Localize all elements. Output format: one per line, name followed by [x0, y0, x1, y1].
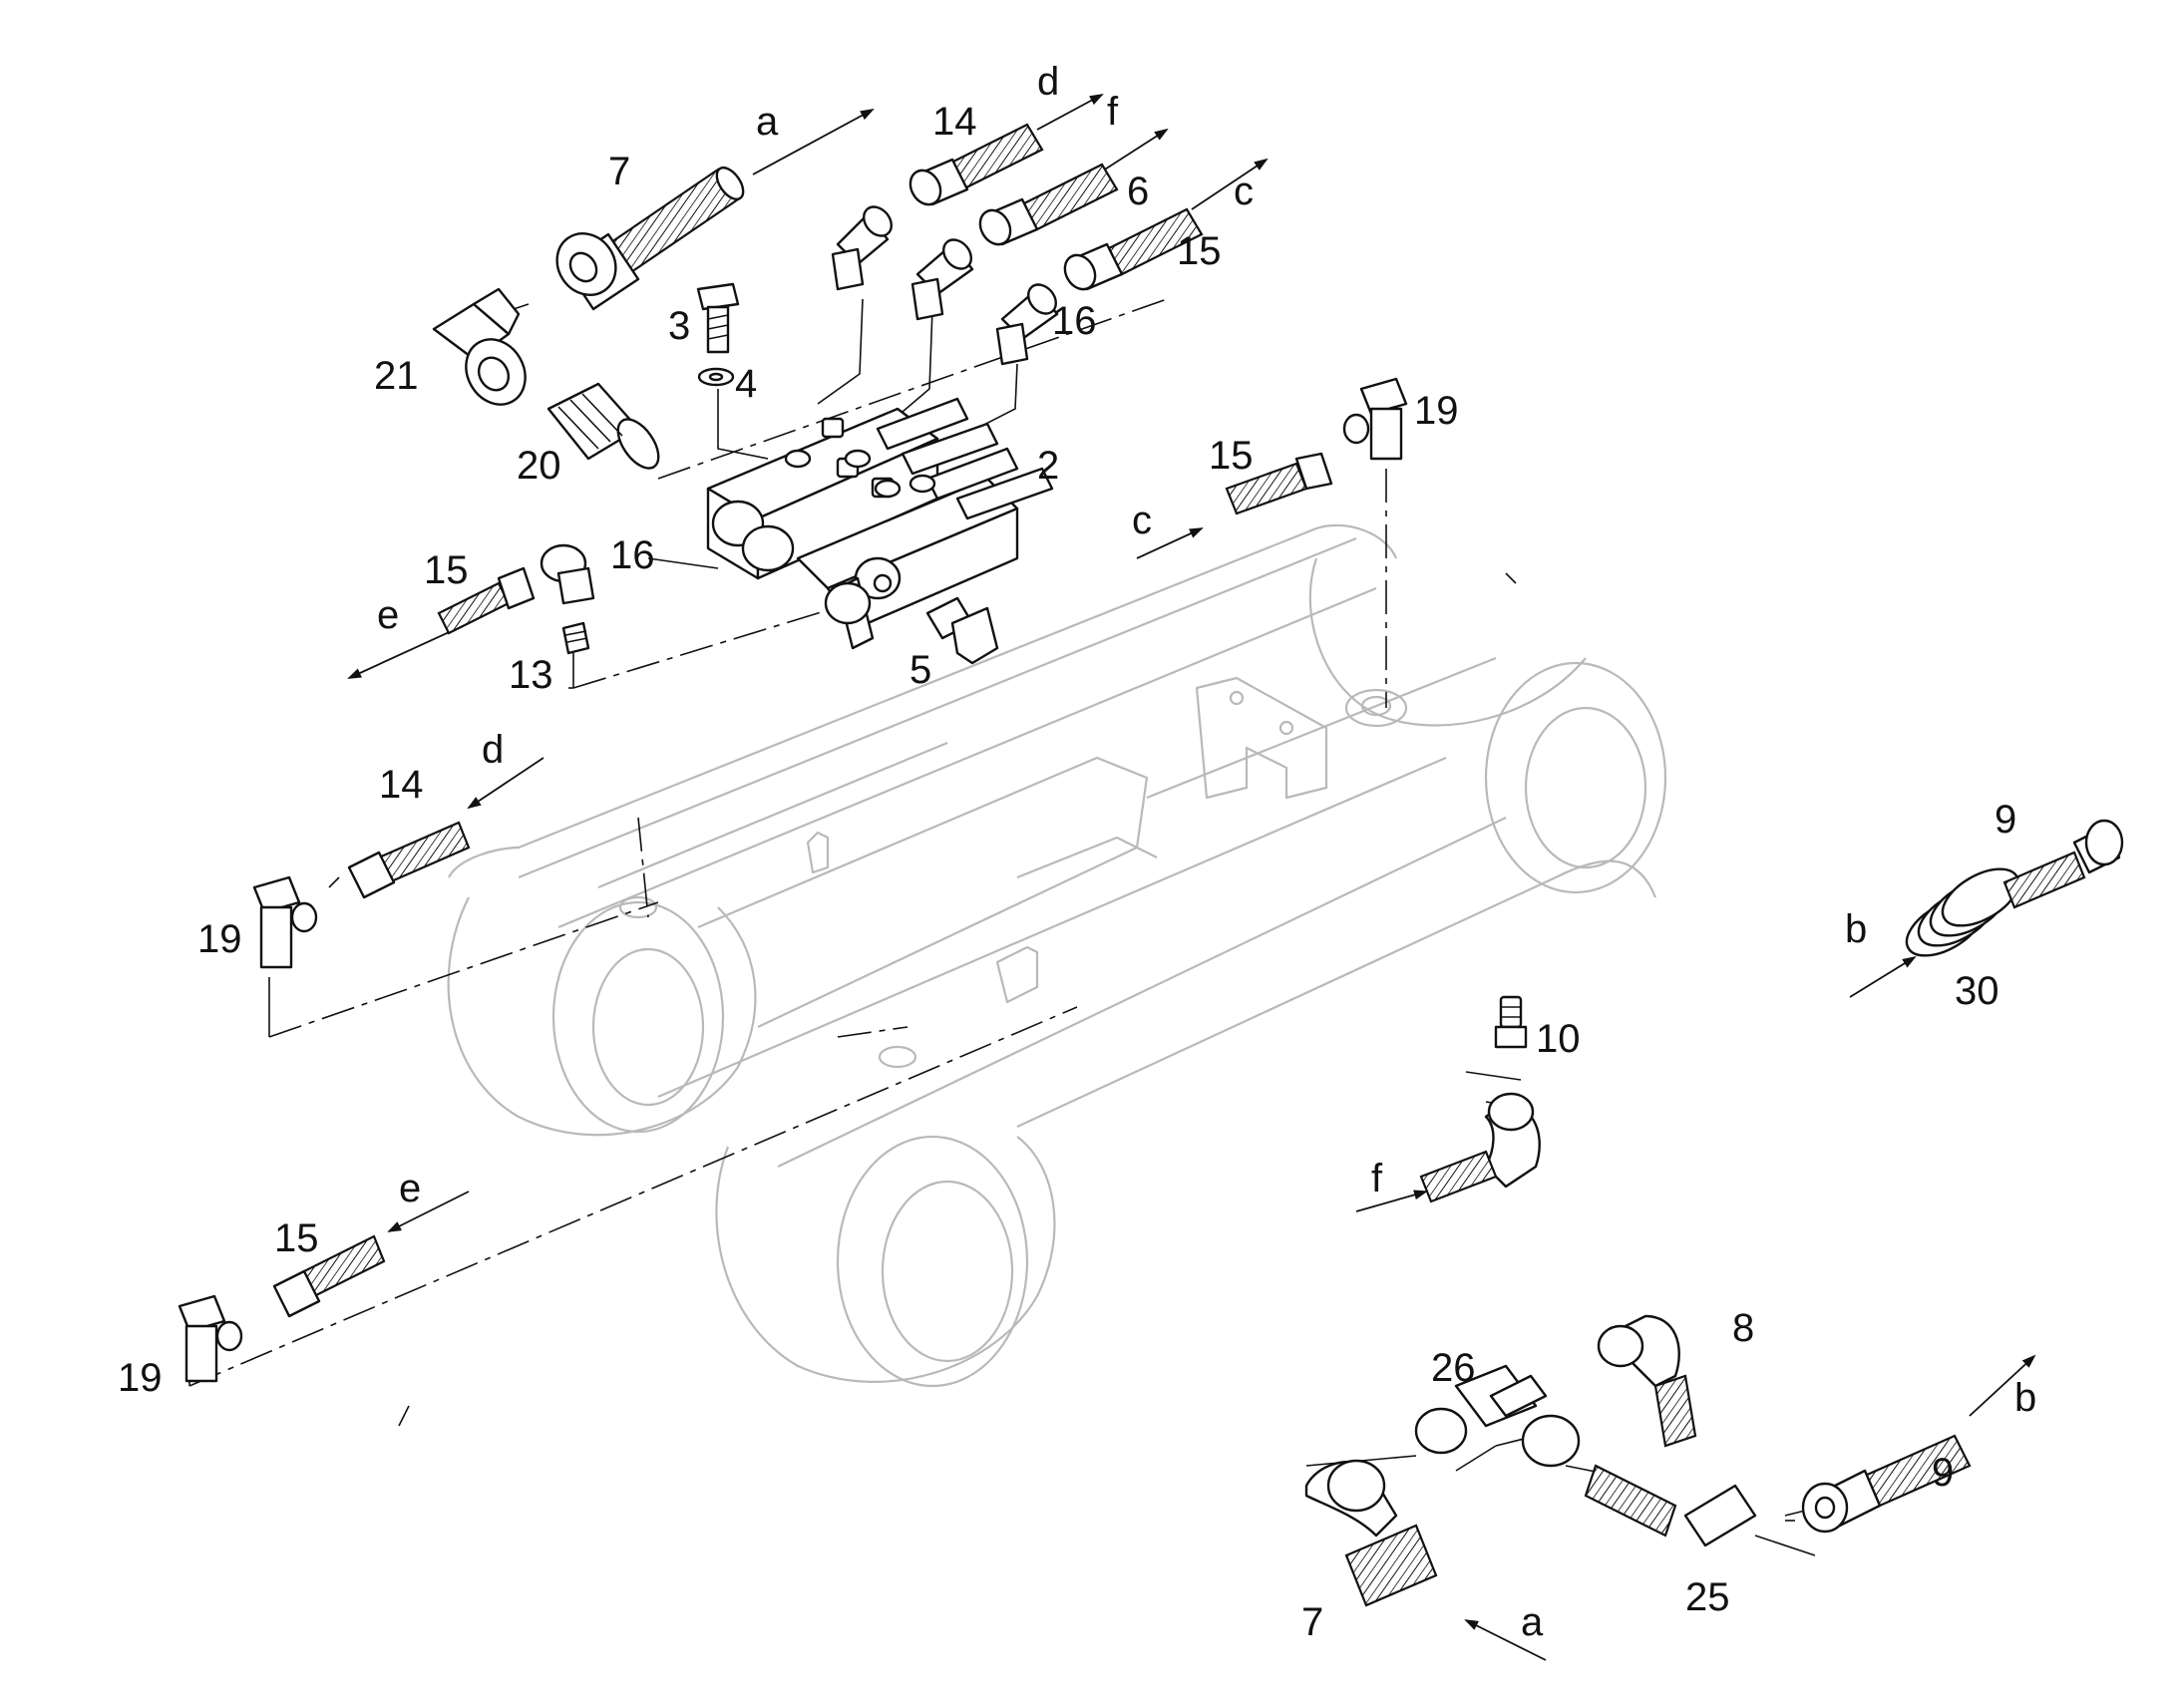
lbl-19-low: 19 — [118, 1356, 163, 1400]
lbl-26: 26 — [1431, 1346, 1476, 1390]
lbl-16-top: 16 — [1052, 299, 1097, 343]
lbl-6: 6 — [1127, 170, 1149, 213]
bolt-3 — [696, 282, 740, 387]
adapter-20 — [546, 382, 660, 470]
lbl-20: 20 — [517, 444, 561, 488]
lbl-4: 4 — [735, 362, 757, 406]
lbl-14-top: 14 — [932, 100, 977, 144]
hose-15-top — [995, 207, 1204, 366]
lbl-21: 21 — [374, 354, 419, 398]
lbl-3: 3 — [668, 304, 690, 348]
lbl-19-left: 19 — [197, 917, 242, 961]
hose-7-top — [555, 166, 745, 311]
fittings-16-15-mid — [437, 543, 595, 655]
lbl-15-right: 15 — [1209, 434, 1254, 478]
callout-labels: 7 a 14 d f 6 c 15 16 3 4 21 20 2 15 16 e… — [118, 60, 2036, 1644]
fitting-19-right — [1225, 377, 1408, 515]
lbl-13: 13 — [509, 653, 553, 697]
fitting-19-low — [178, 1234, 386, 1383]
lbl-a-low: a — [1521, 1600, 1544, 1644]
lbl-e-mid: e — [377, 593, 399, 637]
tee-26-elbows — [1304, 1314, 1757, 1607]
lbl-e-low: e — [399, 1167, 421, 1210]
lbl-15-low: 15 — [274, 1216, 319, 1260]
swing-arm-frame — [447, 523, 1667, 1388]
lbl-d-top: d — [1037, 60, 1059, 104]
lbl-2: 2 — [1037, 444, 1059, 488]
fitting-19-left — [252, 821, 471, 969]
lbl-d-left: d — [482, 728, 504, 772]
manifold-block-2 — [706, 397, 1054, 650]
lbl-25: 25 — [1685, 1575, 1730, 1619]
lbl-5: 5 — [909, 648, 931, 692]
lbl-b-low: b — [2014, 1376, 2036, 1420]
lbl-7-low: 7 — [1301, 1600, 1323, 1644]
fitting-10 — [1419, 995, 1541, 1203]
lbl-8: 8 — [1732, 1306, 1754, 1350]
lbl-7-top: 7 — [608, 150, 630, 193]
flow-arrows — [347, 94, 2036, 1661]
bolt-5 — [925, 596, 999, 665]
lbl-14-left: 14 — [379, 763, 424, 807]
lbl-c-right: c — [1132, 499, 1152, 542]
lbl-15-mid: 15 — [424, 548, 469, 592]
elbow-21 — [432, 287, 527, 406]
hose-6 — [910, 163, 1119, 321]
center-lines — [188, 298, 1387, 1387]
lbl-16-mid: 16 — [610, 533, 655, 577]
lbl-19-right: 19 — [1414, 389, 1459, 433]
lbl-10: 10 — [1536, 1017, 1581, 1061]
lbl-15-top: 15 — [1177, 229, 1222, 273]
lbl-30: 30 — [1955, 969, 1999, 1013]
lbl-f-top: f — [1107, 90, 1119, 134]
lbl-b-right: b — [1845, 907, 1867, 951]
lbl-9-right: 9 — [1995, 798, 2016, 842]
hose-14-top — [831, 123, 1044, 291]
lbl-f-mid: f — [1371, 1157, 1383, 1200]
spring-30-bolt-9 — [1905, 819, 2124, 957]
hose-9-low — [1801, 1434, 1972, 1534]
lbl-9-low: 9 — [1932, 1451, 1954, 1495]
lbl-c-top: c — [1234, 170, 1254, 213]
lbl-a-top: a — [756, 100, 779, 144]
